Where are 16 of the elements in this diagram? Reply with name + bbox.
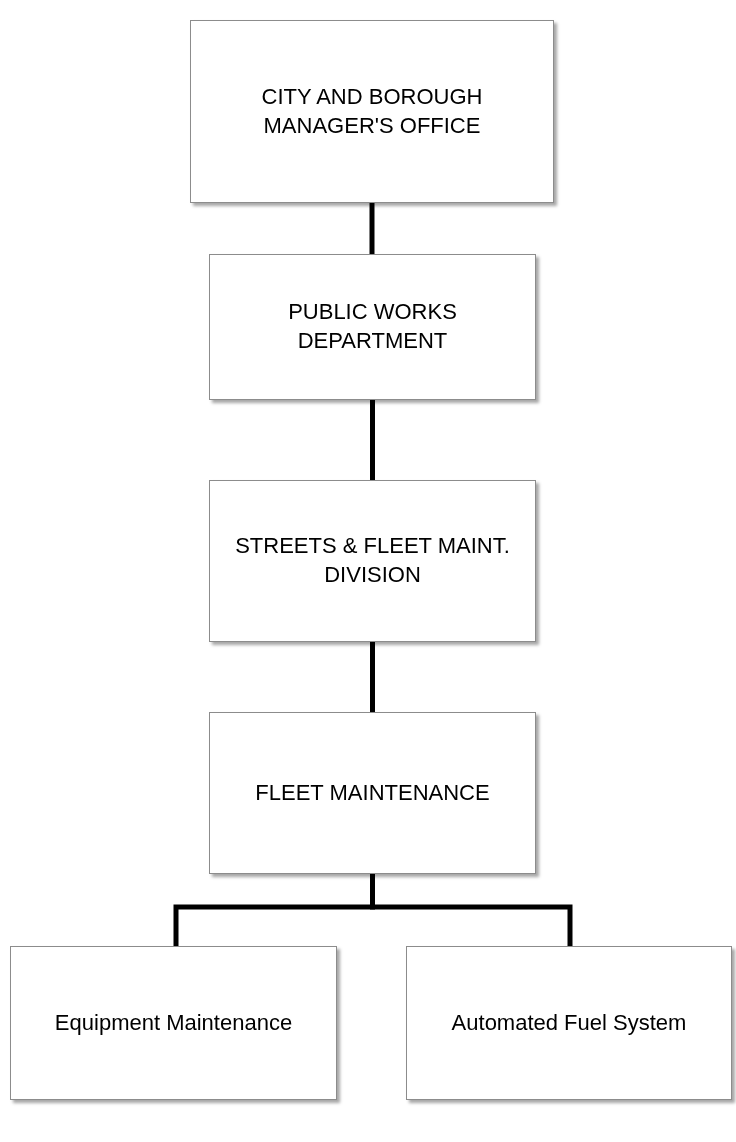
org-box (209, 480, 536, 642)
org-box (406, 946, 732, 1100)
connector-line (370, 874, 573, 946)
box-label: Equipment Maintenance (54, 1008, 293, 1037)
org-box (209, 254, 536, 400)
connector-line (370, 642, 375, 712)
box-label: CITY AND BOROUGH MANAGER'S OFFICE (260, 82, 484, 140)
box-label: FLEET MAINTENANCE (255, 778, 490, 807)
box-label: Automated Fuel System (451, 1008, 687, 1037)
connector-line (369, 203, 375, 254)
org-box (10, 946, 337, 1100)
connector-line (370, 400, 375, 480)
box-label: PUBLIC WORKS DEPARTMENT (287, 298, 458, 355)
org-box (209, 712, 536, 874)
org-box (190, 20, 554, 203)
box-label: STREETS & FLEET MAINT. DIVISION (234, 532, 511, 589)
